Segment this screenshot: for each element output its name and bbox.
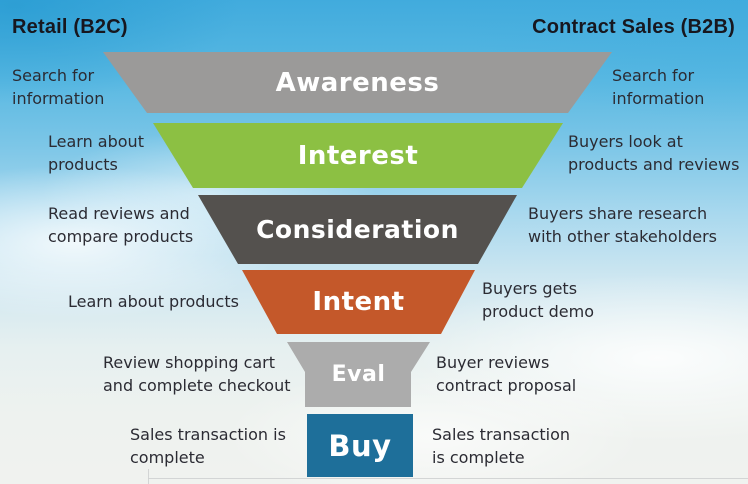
b2b-label-consideration: Buyers share research with other stakeho…	[528, 204, 717, 246]
b2c-label-intent: Learn about products	[68, 292, 239, 311]
horizon-tick	[148, 469, 149, 484]
b2b-label-buy: Sales transaction is complete	[432, 425, 571, 467]
horizon-line	[148, 478, 748, 479]
funnel-stage-interest: Interest	[153, 123, 563, 188]
b2c-label-consideration: Read reviews and compare products	[48, 204, 194, 246]
b2c-label-eval: Review shopping cart and complete checko…	[103, 353, 291, 395]
funnel-stage-buy: Buy	[307, 414, 413, 477]
b2c-label-buy: Sales transaction is complete	[130, 425, 286, 467]
stage-label-interest: Interest	[297, 140, 419, 171]
b2b-label-eval: Buyer reviews contract proposal	[436, 353, 577, 395]
b2c-label-awareness: Search for information	[12, 66, 105, 108]
funnel-stage-eval: Eval	[287, 342, 430, 407]
funnel-stage-awareness: Awareness	[103, 52, 612, 113]
b2b-label-awareness: Search for information	[612, 66, 705, 108]
b2c-label-interest: Learn about products	[48, 132, 144, 174]
b2b-column-title: Contract Sales (B2B)	[532, 16, 735, 38]
b2b-label-intent: Buyers gets product demo	[482, 279, 594, 321]
b2c-column-title: Retail (B2C)	[12, 16, 128, 38]
stage-label-awareness: Awareness	[275, 67, 440, 98]
funnel-stage-intent: Intent	[242, 270, 475, 334]
stage-label-eval: Eval	[331, 362, 386, 387]
stage-label-intent: Intent	[312, 287, 405, 317]
stage-label-consideration: Consideration	[256, 215, 459, 244]
b2b-label-interest: Buyers look at products and reviews	[568, 132, 740, 174]
funnel-stage-consideration: Consideration	[198, 195, 517, 264]
stage-label-buy: Buy	[328, 428, 392, 463]
